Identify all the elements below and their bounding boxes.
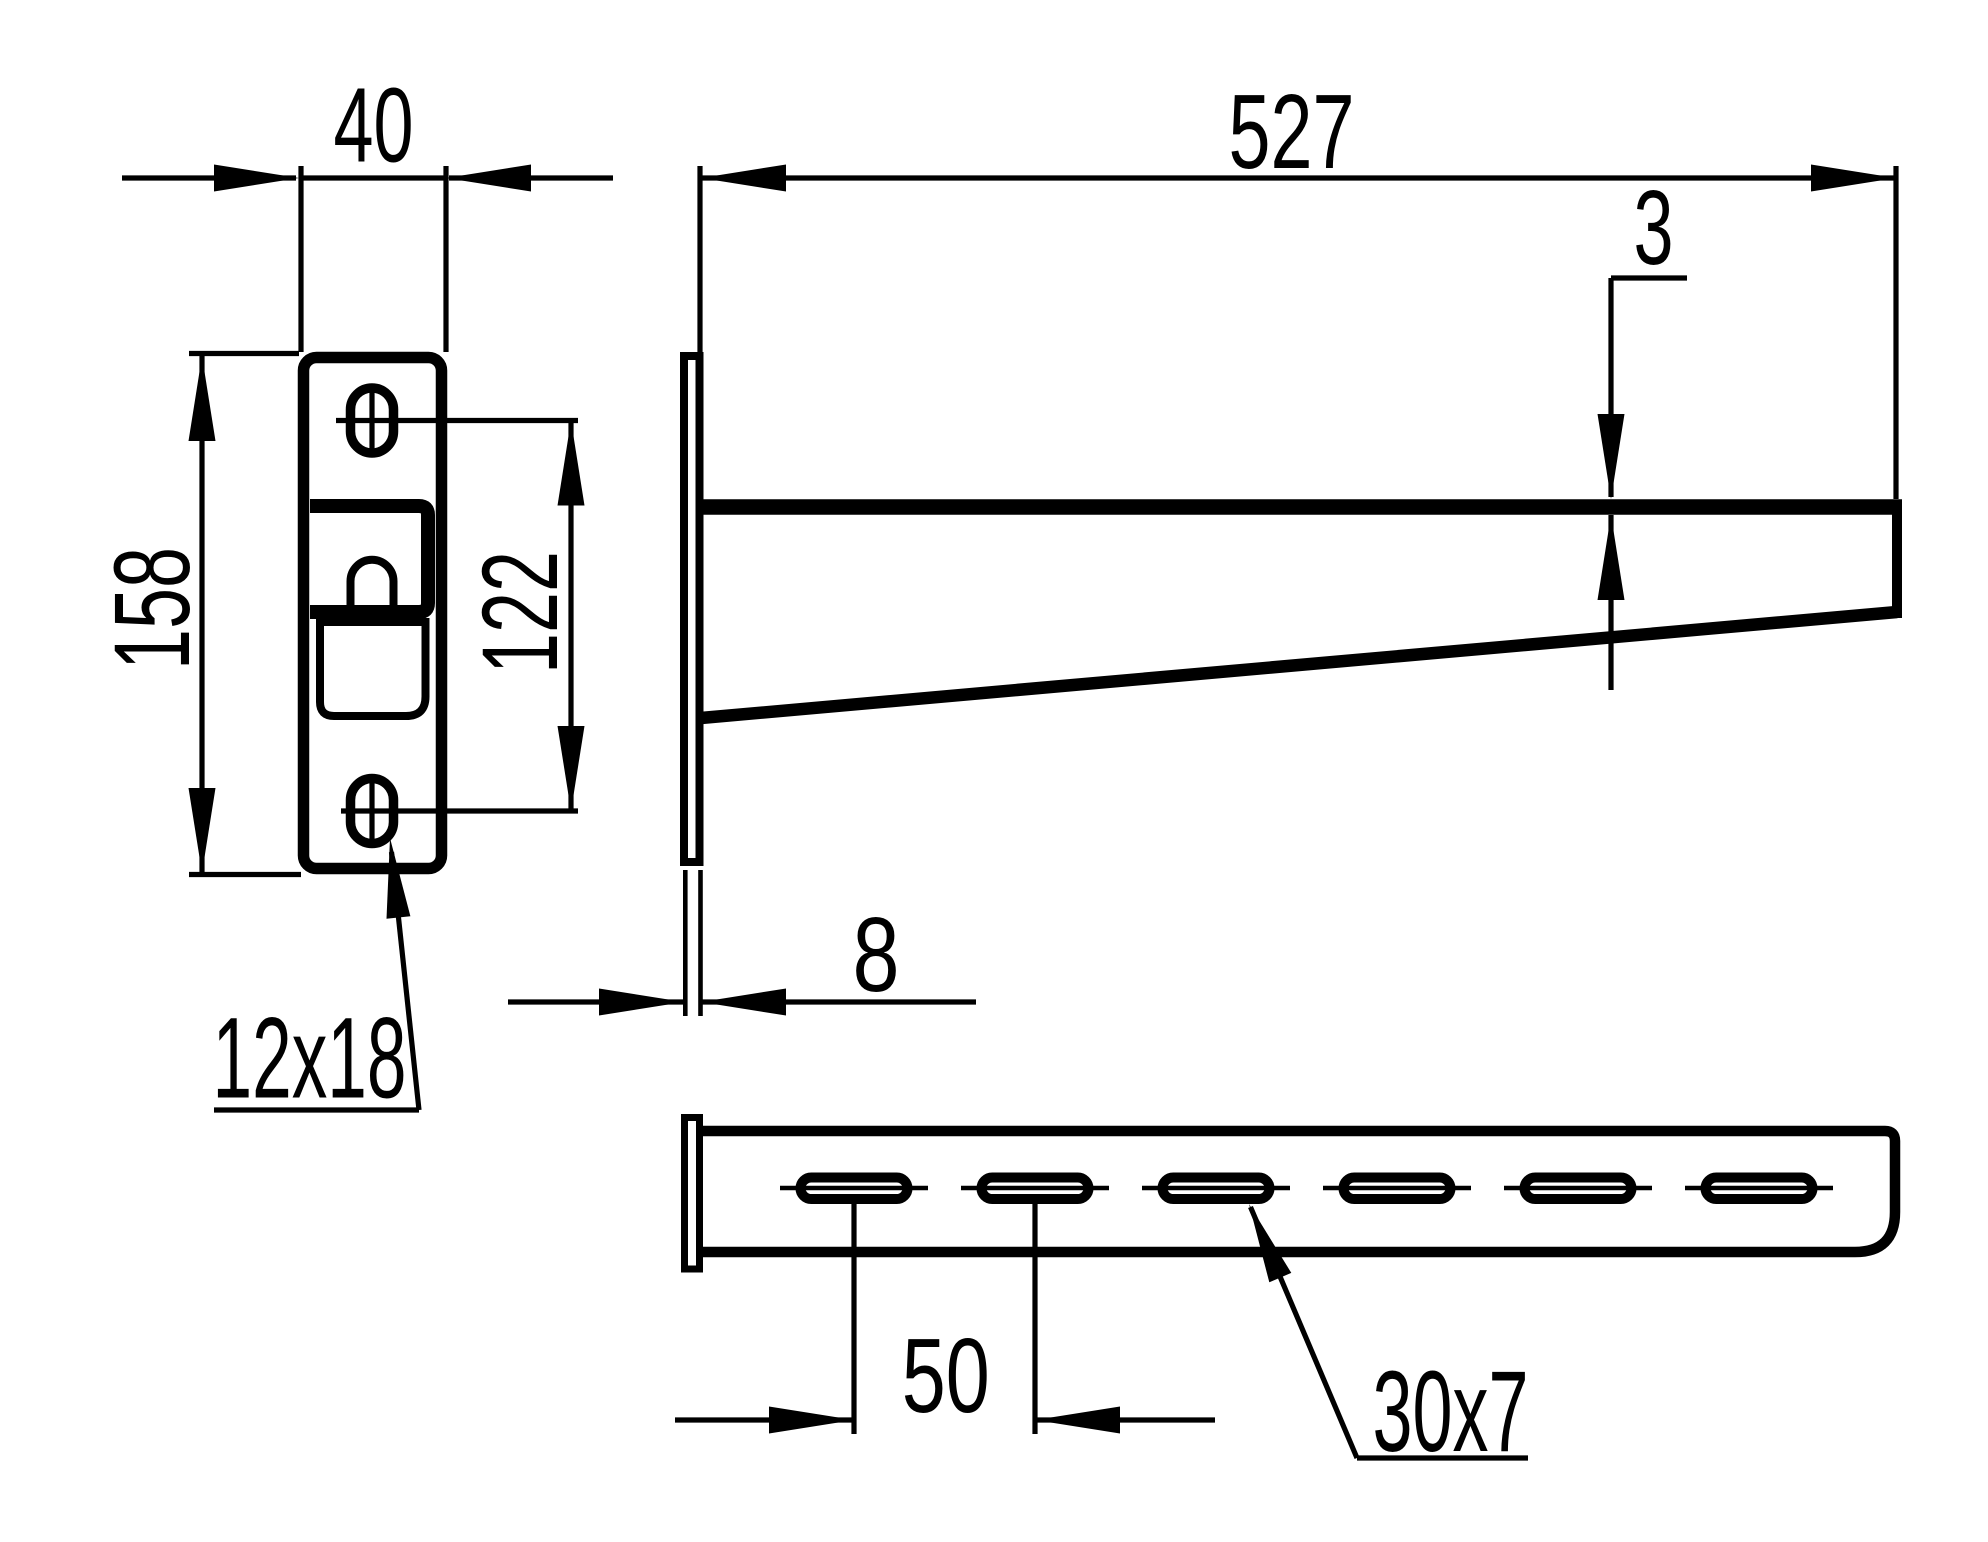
svg-text:8: 8 [853,896,900,1014]
svg-text:30x7: 30x7 [1373,1348,1529,1476]
svg-text:12x18: 12x18 [213,995,407,1123]
svg-text:40: 40 [334,67,414,185]
svg-text:158: 158 [91,547,212,670]
svg-text:50: 50 [902,1317,990,1435]
svg-text:3: 3 [1634,169,1674,287]
svg-text:122: 122 [459,551,580,674]
svg-text:527: 527 [1229,73,1355,191]
